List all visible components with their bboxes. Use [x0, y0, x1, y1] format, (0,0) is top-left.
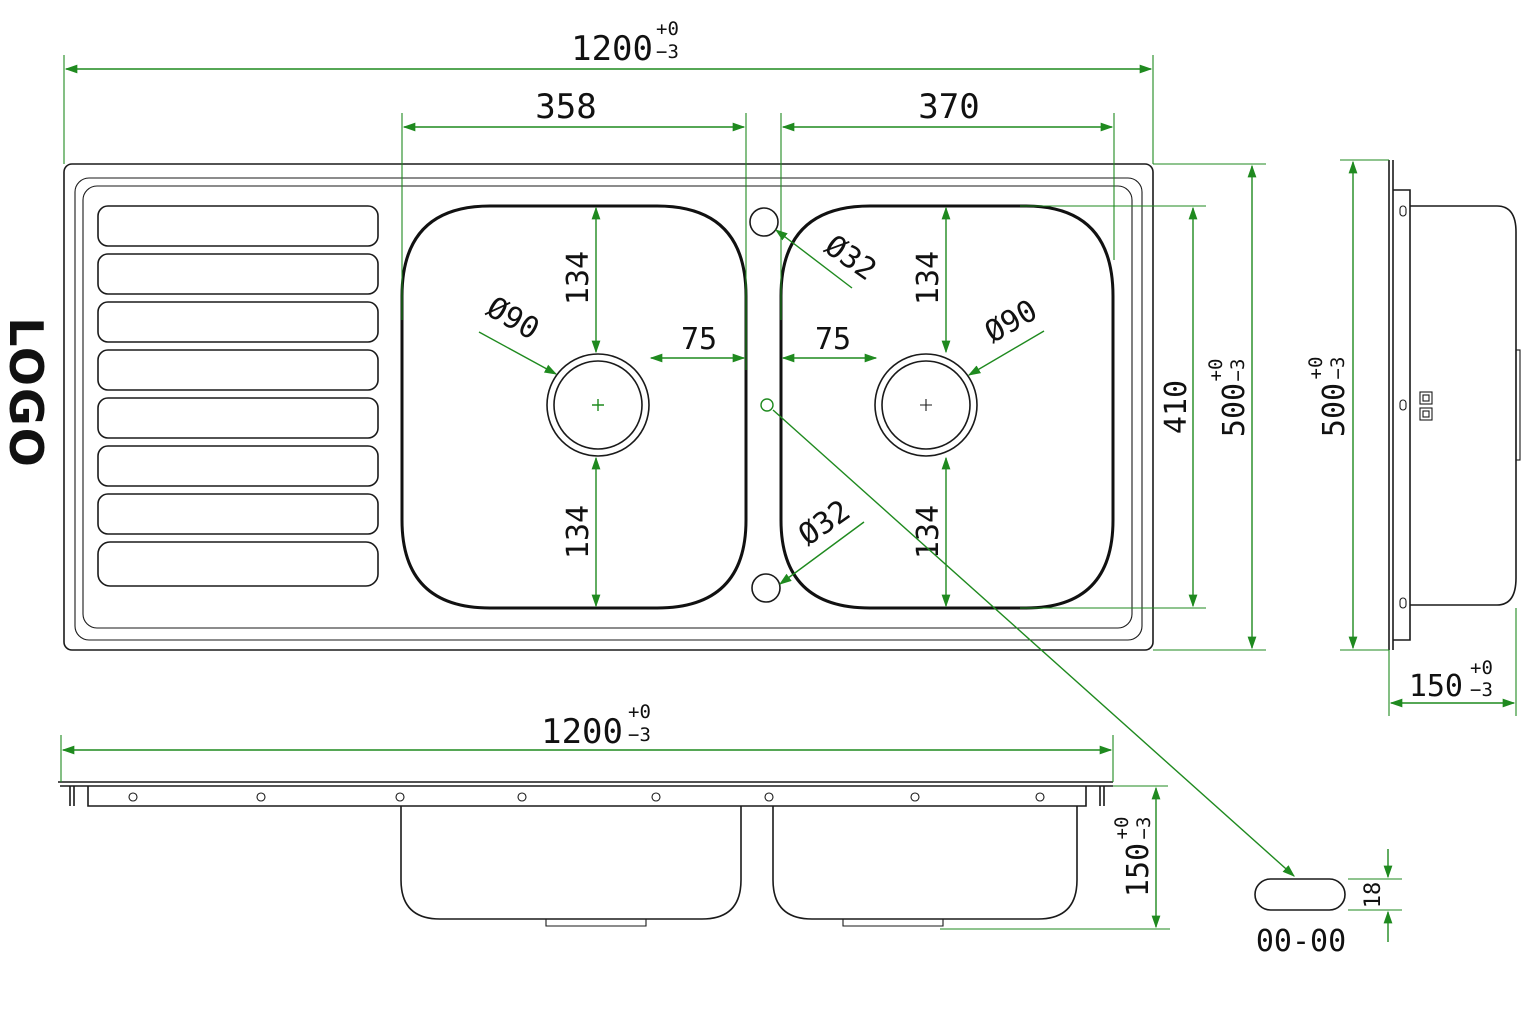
dim-bowl-height-tol-plus: +0: [1470, 657, 1493, 679]
drain-rib: [97, 349, 379, 391]
drain-rib: [97, 301, 379, 343]
side-dimensions: 500 +0 −3 150 +0 −3: [1305, 159, 1517, 716]
left-bowl: [400, 204, 748, 610]
dim-overall-width-tol-plus: +0: [1205, 359, 1227, 382]
leader-overflow-detail: [772, 409, 1295, 877]
dim-front-bowl-height-tol-plus: +0: [1111, 817, 1133, 840]
sink-deck-edge: [82, 185, 1133, 629]
plan-view: LOGO: [0, 163, 1154, 651]
sink-inner-rim: [74, 177, 1143, 641]
dim-bowl-height-label: 150: [1409, 669, 1463, 704]
dim-bowl-depth-label: 410: [1159, 380, 1194, 434]
overflow-fitting-icon: [1419, 391, 1433, 421]
front-dimensions: 1200 +0 −3 150 +0 −3: [60, 701, 1170, 930]
dim-right-drain-bottom-label: 134: [911, 505, 946, 559]
dim-side-width-tol-plus: +0: [1305, 357, 1327, 380]
overflow-marker: [760, 398, 774, 412]
sink-outer-rim: [63, 163, 1154, 651]
dim-front-length-label: 1200: [541, 712, 623, 752]
leader-top-tap-diameter: [774, 229, 853, 289]
right-bowl: [779, 204, 1115, 610]
leader-right-drain-diameter: [967, 330, 1045, 376]
drain-rib: [97, 493, 379, 535]
dim-front-bowl-height-tol-minus: −3: [1133, 817, 1155, 840]
right-drain-diameter-label: Ø90: [979, 293, 1043, 350]
drain-rib: [97, 253, 379, 295]
side-bowl-profile: [1410, 205, 1517, 606]
side-view: [1388, 160, 1521, 650]
tap-hole-bottom: [751, 573, 781, 603]
leader-left-drain-diameter: [478, 331, 558, 375]
dim-left-drain-top-label: 134: [561, 251, 596, 305]
brand-logo: LOGO: [0, 317, 53, 469]
dim-front-bowl-height-label: 150: [1121, 843, 1156, 897]
drainboard: [97, 205, 379, 587]
overflow-slot: [1254, 878, 1346, 911]
drain-rib: [97, 445, 379, 487]
dim-bowl-height-tol-minus: −3: [1470, 679, 1493, 701]
dim-left-drain-bottom-label: 134: [561, 505, 596, 559]
dim-right-drain-top-label: 134: [911, 251, 946, 305]
tap-hole-top: [749, 207, 779, 237]
dim-overall-width-tol-minus: −3: [1227, 359, 1249, 382]
dim-front-length-tol-minus: −3: [628, 724, 651, 746]
dim-right-bowl-width-label: 370: [918, 87, 979, 127]
dim-front-length-tol-plus: +0: [628, 701, 651, 723]
dim-overall-length-tol-plus: +0: [656, 18, 679, 40]
drain-rib: [97, 397, 379, 439]
dim-side-width-tol-minus: −3: [1327, 357, 1349, 380]
top-tap-diameter-label: Ø32: [818, 228, 882, 288]
dim-right-drain-to-divider-label: 75: [815, 322, 851, 357]
bottom-tap-diameter-label: Ø32: [792, 493, 856, 553]
leader-bottom-tap-diameter: [778, 521, 865, 585]
front-deck-lip: [87, 786, 1087, 807]
detail-code: 00-00: [1256, 924, 1346, 959]
dim-overall-length-label: 1200: [571, 29, 653, 69]
left-drain: [546, 353, 650, 457]
overflow-detail: 18 00-00: [1254, 849, 1402, 959]
plan-dimensions: 1200 +0 −3 358 370 134 134 134 134 75 75…: [63, 18, 1295, 877]
fixing-holes: [128, 792, 1045, 802]
dim-side-width-label: 500: [1317, 383, 1352, 437]
front-right-bowl: [772, 806, 1078, 920]
dim-overall-width-label: 500: [1217, 383, 1252, 437]
front-view: [58, 781, 1113, 927]
dim-left-bowl-width-label: 358: [535, 87, 596, 127]
front-left-bowl: [400, 806, 742, 920]
drain-rib: [97, 541, 379, 587]
right-drain: [874, 353, 978, 457]
dim-overflow-height-label: 18: [1361, 882, 1386, 909]
drain-rib: [97, 205, 379, 247]
dim-overall-length-tol-minus: −3: [656, 41, 679, 63]
dim-left-drain-to-divider-label: 75: [681, 322, 717, 357]
